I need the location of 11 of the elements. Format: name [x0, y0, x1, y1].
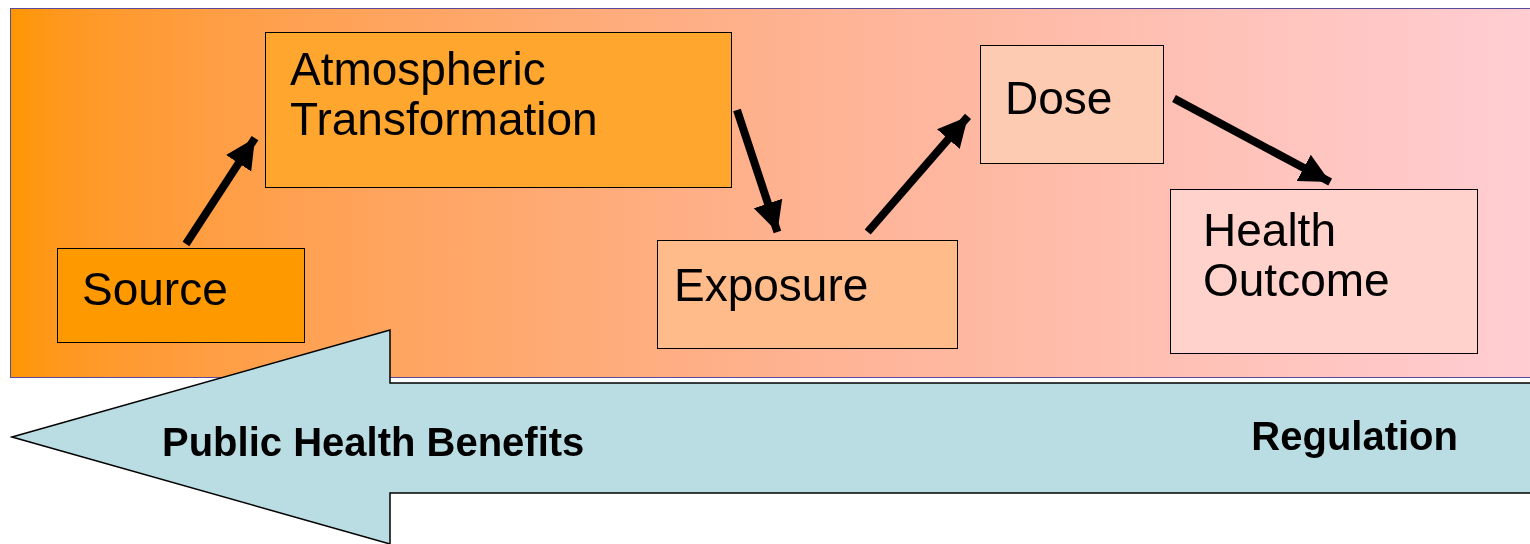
process-box: Dose	[980, 45, 1164, 164]
arrow	[182, 135, 259, 247]
arrow	[733, 108, 783, 234]
process-box: Atmospheric Transformation	[265, 32, 732, 188]
arrow	[1172, 95, 1333, 186]
arrow-label: Public Health Benefits	[162, 419, 585, 466]
process-box: Source	[57, 248, 305, 343]
process-box: Exposure	[657, 240, 958, 349]
arrow	[864, 113, 971, 235]
process-box: Health Outcome	[1170, 189, 1478, 354]
arrow-label: Regulation	[1251, 413, 1458, 460]
